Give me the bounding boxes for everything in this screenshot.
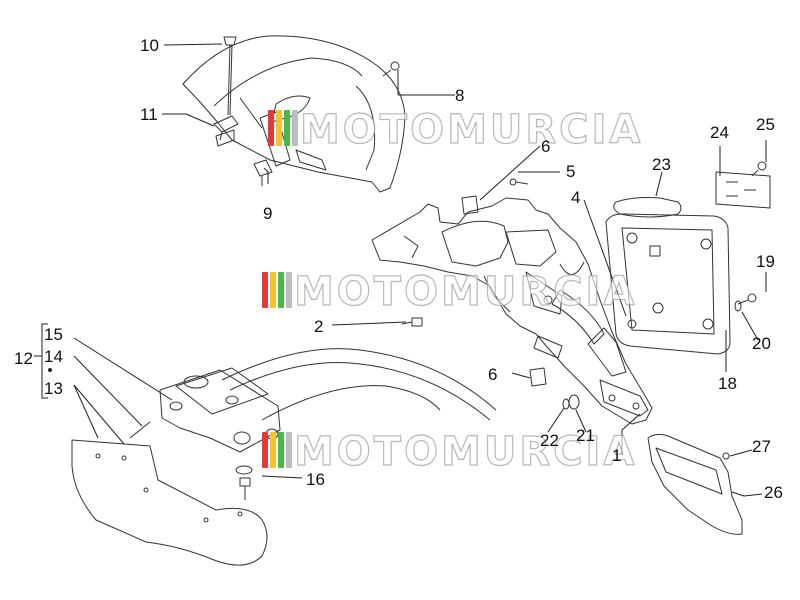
watermark-bar-yellow — [276, 110, 282, 146]
pin-14-part — [129, 421, 151, 439]
callout-4: 4 — [571, 188, 581, 207]
watermark-bar-red — [262, 272, 268, 308]
callout-6-upper: 6 — [541, 137, 551, 156]
callout-22: 22 — [540, 431, 559, 450]
callout-8: 8 — [455, 86, 465, 105]
leader-lines — [73, 43, 767, 497]
watermark-text: MOTOMURCIA — [299, 107, 644, 153]
watermark-logo-bars — [262, 272, 292, 308]
washer-22-part — [562, 398, 570, 410]
callout-15: 15 — [44, 325, 63, 344]
mud-flap-13-part — [71, 439, 268, 566]
watermark-bar-red — [262, 432, 268, 468]
callout-21: 21 — [576, 426, 595, 445]
screw-19-part — [734, 293, 757, 312]
callout-23: 23 — [652, 155, 671, 174]
washer-21-part — [568, 394, 580, 410]
callout-9: 9 — [263, 204, 273, 223]
watermark-bar-green — [278, 432, 284, 468]
watermark-logo-bars — [262, 432, 292, 468]
clip-6-upper-part — [461, 195, 479, 215]
lower-cover-26-part — [647, 433, 743, 535]
clip-11-part — [213, 115, 239, 147]
watermark-text: MOTOMURCIA — [293, 269, 638, 315]
reflector-23-part — [613, 197, 682, 218]
watermark-bar-grey — [286, 272, 292, 308]
watermark-text: MOTOMURCIA — [293, 429, 638, 475]
callout-18: 18 — [718, 374, 737, 393]
plate-holder-24-part — [715, 171, 771, 209]
screw-8-part — [382, 61, 400, 77]
bullet-dot — [48, 368, 52, 372]
watermark-bar-green — [278, 272, 284, 308]
watermark-bar-red — [268, 110, 274, 146]
rear-upper-cover-part — [182, 35, 406, 193]
callout-6-lower: 6 — [488, 365, 498, 384]
screw-10-part — [223, 36, 237, 116]
callout-16: 16 — [306, 470, 325, 489]
callout-1: 1 — [612, 446, 622, 465]
callout-14: 14 — [44, 347, 63, 366]
bracket-15-part — [159, 348, 497, 453]
watermark-bar-yellow — [270, 272, 276, 308]
screw-4-part — [627, 319, 637, 329]
callout-25: 25 — [756, 115, 775, 134]
callout-12: 12 — [14, 349, 33, 368]
callout-5: 5 — [566, 162, 576, 181]
callout-2: 2 — [314, 317, 324, 336]
screw-27-part — [722, 452, 730, 460]
callout-10: 10 — [140, 36, 159, 55]
watermark-bar-grey — [292, 110, 298, 146]
plate-bracket-18-part — [605, 213, 731, 355]
screw-5-part — [509, 178, 529, 186]
callout-20: 20 — [752, 334, 771, 353]
bolt-16-part — [235, 465, 253, 500]
screw-2-part — [401, 317, 423, 327]
callout-11: 11 — [140, 105, 158, 124]
watermark-logo-bars — [268, 110, 298, 146]
callout-27: 27 — [752, 437, 771, 456]
watermark-bar-green — [284, 110, 290, 146]
watermark-bar-grey — [286, 432, 292, 468]
callout-19: 19 — [756, 252, 775, 271]
screw-25-part — [751, 161, 767, 177]
clip-6-lower-part — [529, 367, 547, 387]
watermark-bar-yellow — [270, 432, 276, 468]
group-bracket — [34, 323, 48, 399]
callout-26: 26 — [764, 483, 783, 502]
clip-9-part — [253, 159, 273, 186]
callout-24: 24 — [710, 123, 729, 142]
callout-13: 13 — [44, 379, 63, 398]
